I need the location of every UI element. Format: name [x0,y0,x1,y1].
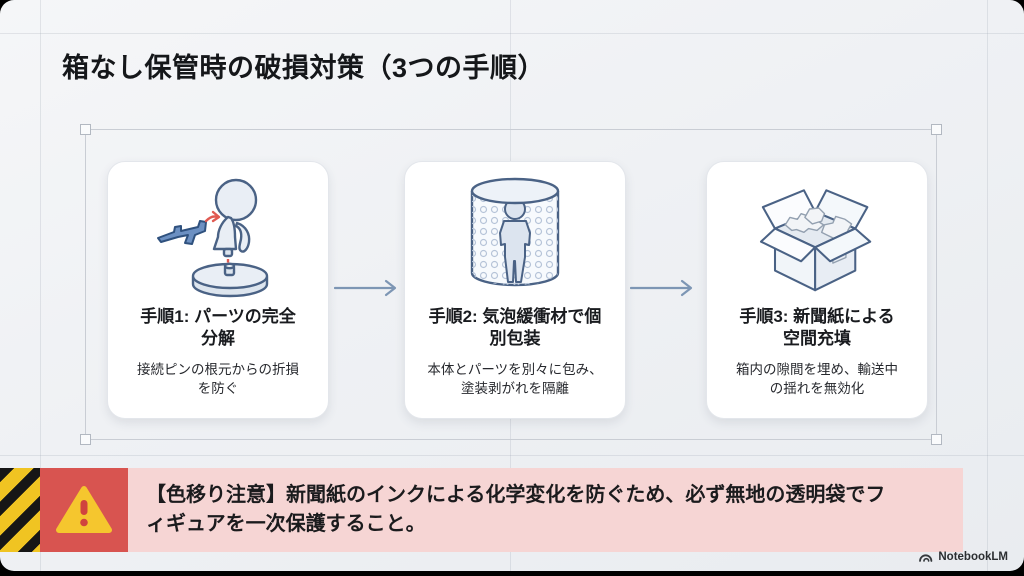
open-box-newspaper-icon [759,189,872,292]
detach-arrow-icon [204,210,221,223]
notebooklm-logo-icon [919,554,933,562]
step-3-heading: 手順3: 新聞紙による 空間充填 [739,307,895,349]
warning-triangle-icon [56,486,112,533]
step-card-1[interactable]: 手順1: パーツの完全 分解 接続ピンの根元からの折損 を防ぐ [107,161,329,419]
warning-text: 【色移り注意】新聞紙のインクによる化学変化を防ぐため、必ず無地の透明袋でフ ィギ… [146,484,886,535]
flow-arrow-2-icon [630,279,693,297]
brand-watermark: NotebookLM [918,551,1008,563]
step-1-heading: 手順1: パーツの完全 分解 [140,307,296,349]
selection-bounding-box [80,124,942,445]
grid-line-vertical [40,0,41,571]
warning-banner[interactable]: 【色移り注意】新聞紙のインクによる化学変化を防ぐため、必ず無地の透明袋でフ ィギ… [0,468,963,552]
step-2-description: 本体とパーツを別々に包み、 塗装剥がれを隔離 [427,361,603,397]
brand-name: NotebookLM [938,551,1008,563]
gun-accessory-icon [157,220,207,245]
step-2-heading: 手順2: 気泡緩衝材で個 別包装 [428,307,602,349]
page-title: 箱なし保管時の破損対策（3つの手順） [62,53,546,83]
bubble-wrap-figure-icon [470,177,560,287]
warning-icon-block [40,468,128,552]
flow-arrow-1-icon [334,279,397,297]
grid-line-vertical [987,0,988,571]
selection-handle-top-right[interactable] [931,124,942,135]
warning-text-block: 【色移り注意】新聞紙のインクによる化学変化を防ぐため、必ず無地の透明袋でフ ィギ… [128,468,963,552]
selection-handle-top-left[interactable] [80,124,91,135]
selection-handle-bottom-left[interactable] [80,434,91,445]
selection-handle-bottom-right[interactable] [931,434,942,445]
step-card-2[interactable]: 手順2: 気泡緩衝材で個 別包装 本体とパーツを別々に包み、 塗装剥がれを隔離 [404,161,626,419]
figure-disassembly-icon [157,178,269,298]
grid-line-horizontal [0,455,1024,456]
step-card-3[interactable]: 手順3: 新聞紙による 空間充填 箱内の隙間を埋め、輸送中 の揺れを無効化 [706,161,928,419]
step-1-description: 接続ピンの根元からの折損 を防ぐ [137,361,299,397]
hazard-stripes [0,468,40,552]
step-3-description: 箱内の隙間を埋め、輸送中 の揺れを無効化 [736,361,898,397]
grid-line-horizontal [0,33,1024,34]
